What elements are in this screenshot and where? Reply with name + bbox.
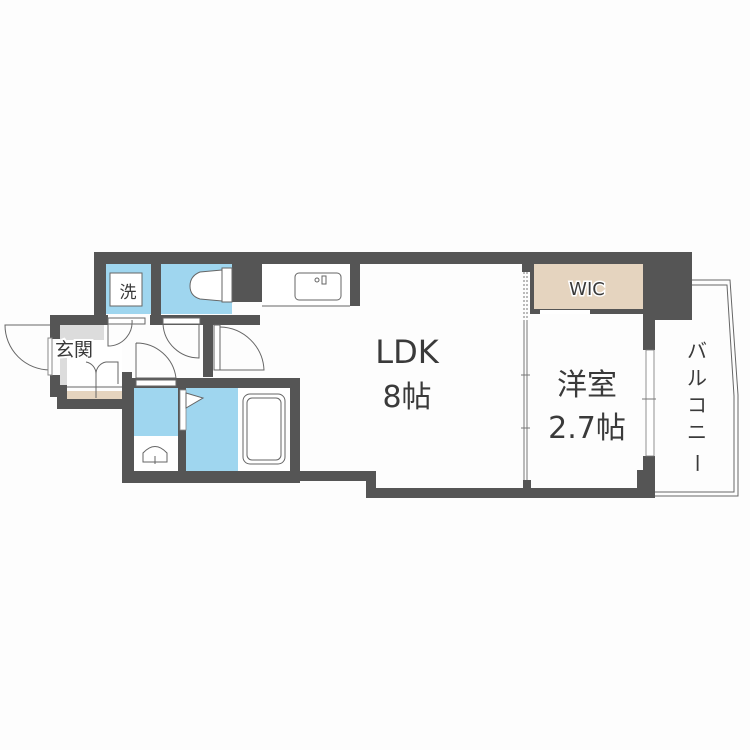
doors (4, 317, 265, 398)
svg-text:ー: ー (685, 453, 709, 473)
toilet-icon (189, 267, 233, 303)
ldk-door[interactable] (219, 326, 265, 371)
sliding-door[interactable] (521, 272, 530, 480)
balcony-window[interactable] (645, 349, 655, 457)
western-room-size-label: 2.7帖 (548, 411, 626, 446)
shoe-cabinet (67, 391, 122, 399)
wic-label: WIC (569, 279, 605, 300)
svg-text:バ: バ (687, 339, 707, 363)
laundry-label: 洗 (120, 283, 137, 303)
western-room-name-label: 洋室 (557, 368, 617, 403)
balcony (655, 279, 739, 497)
svg-text:ル: ル (687, 366, 707, 390)
toilet-door[interactable] (162, 323, 200, 359)
washroom-door[interactable] (135, 342, 177, 379)
entrance-door[interactable] (4, 324, 51, 371)
walls (50, 252, 692, 498)
ldk-name-label: LDK (375, 333, 439, 371)
svg-text:コ: コ (687, 393, 707, 417)
washer-space (109, 272, 143, 307)
bathtub-icon (242, 393, 286, 465)
sink-icon (294, 272, 342, 301)
kitchen-counter (262, 264, 350, 306)
bath-door-arrow-icon (185, 392, 205, 409)
entrance-label: 玄関 (55, 339, 93, 361)
ldk-size-label: 8帖 (382, 380, 431, 415)
washroom (134, 388, 178, 436)
washbasin-icon (142, 446, 168, 464)
walk-in-closet[interactable] (534, 264, 643, 309)
laundry-door[interactable] (107, 319, 133, 347)
balcony-label: バ ル コ ニ ー (685, 339, 709, 473)
bathtub-area (238, 388, 290, 471)
svg-text:ニ: ニ (687, 420, 707, 444)
